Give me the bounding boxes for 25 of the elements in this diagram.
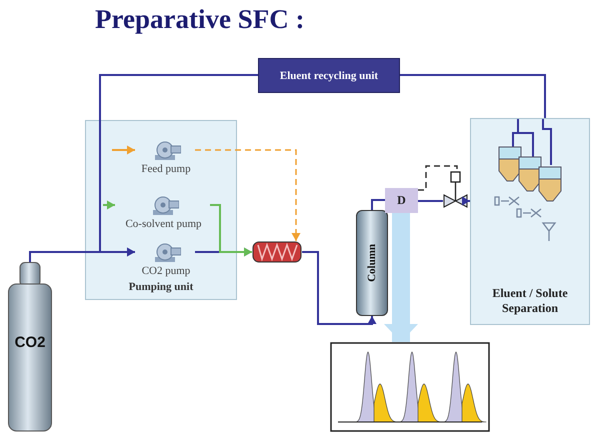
connector-line (418, 200, 443, 202)
connector-line (371, 199, 385, 210)
flow-arrow (384, 213, 418, 342)
pump-label: Co-solvent pump (124, 218, 203, 230)
process-box: Eluent recycling unit (258, 58, 400, 93)
pump-label: CO2 pump (140, 265, 192, 277)
arrow (99, 74, 258, 256)
connector-line (400, 74, 546, 118)
unit-panel (470, 118, 590, 325)
arrow (462, 196, 470, 206)
column-label: Column (366, 244, 378, 282)
arrow (210, 204, 252, 256)
arrow (112, 146, 135, 154)
pump-label: Feed pump (140, 163, 192, 175)
detector-box: D (385, 188, 418, 213)
panel-label: Eluent / Solute Separation (491, 286, 569, 316)
diagram-title: Preparative SFC : (95, 4, 304, 35)
cylinder-label: CO2 (14, 334, 46, 351)
connector-line (418, 165, 458, 191)
unit-panel (85, 120, 237, 300)
arrow (103, 200, 115, 210)
column-cylinder (356, 210, 388, 316)
arrow (195, 149, 300, 241)
panel-label: Pumping unit (128, 281, 194, 293)
arrow (302, 251, 376, 325)
